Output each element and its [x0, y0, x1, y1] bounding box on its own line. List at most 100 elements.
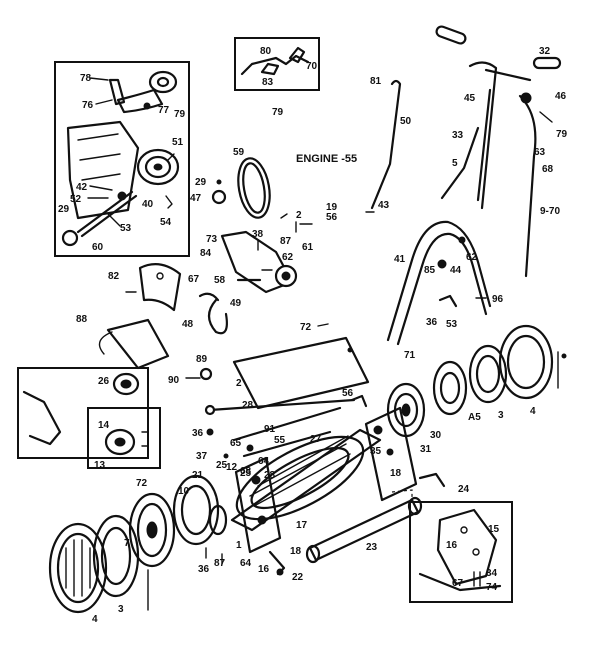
- bolt-44: [437, 259, 447, 269]
- adjuster-hole-a: [460, 526, 468, 534]
- callout-10: 10: [178, 486, 190, 497]
- callout-70: 70: [306, 61, 318, 72]
- callout-58: 58: [214, 275, 226, 286]
- gear-72-hub: [146, 521, 158, 539]
- callout-30: 30: [430, 430, 442, 441]
- rod-60: [370, 79, 402, 210]
- callout-28b: 28: [264, 470, 276, 481]
- callout-56: 56: [326, 212, 338, 223]
- inset-frame-throttle: [234, 37, 320, 91]
- callout-42: 42: [76, 182, 88, 193]
- callout-27: 27: [310, 434, 322, 445]
- pinion-14: [104, 428, 136, 456]
- plate-2-hole: [347, 347, 353, 353]
- callout-7: 7: [124, 538, 130, 549]
- callout-83: 83: [262, 77, 274, 88]
- callout-47: 47: [190, 193, 202, 204]
- handle-side-right: [476, 88, 492, 202]
- callout-13: 13: [94, 460, 106, 471]
- wheel-4-rim: [56, 532, 100, 604]
- shield-88: [106, 318, 170, 370]
- callout-32: 32: [539, 46, 551, 57]
- callout-78: 78: [80, 73, 92, 84]
- deck-plate: 72 2 89 90: [168, 322, 370, 410]
- callout-16b: 16: [258, 564, 270, 575]
- pulley-bracket: [108, 78, 126, 106]
- handle-assembly: 32 45 46 33 5 63 79 68 9-70: [435, 25, 568, 278]
- callout-60: 60: [92, 242, 104, 253]
- adjuster-15: [436, 508, 498, 586]
- pinion-pins: [141, 431, 149, 459]
- callout-970: 9-70: [540, 206, 560, 217]
- callout-71: 71: [404, 350, 416, 361]
- callout-19: 19: [326, 202, 338, 213]
- callout-16: 16: [446, 540, 458, 551]
- rod-28-end: [204, 404, 216, 416]
- callout-51: 51: [172, 137, 184, 148]
- gear-A5-inner: [439, 371, 461, 405]
- nut-29: [216, 179, 222, 185]
- callout-46: 46: [555, 91, 567, 102]
- callout-55: 55: [274, 435, 286, 446]
- right-gear-set: 30 31 35 24 18: [364, 382, 470, 502]
- rod-55: [242, 430, 332, 458]
- bolt-36b: [206, 428, 214, 436]
- screw-67b: [473, 571, 481, 587]
- gear-30-inner: [393, 392, 419, 428]
- throttle-clip: [260, 62, 280, 76]
- callout-91: 91: [264, 424, 276, 435]
- idler-86-hub: [281, 271, 291, 281]
- idler-pulley-hub: [156, 76, 170, 88]
- callout-4b: 4: [92, 614, 98, 625]
- callout-87b: 87: [214, 558, 226, 569]
- bolt-77: [143, 102, 151, 110]
- callout-40: 40: [142, 199, 154, 210]
- callout-49: 49: [230, 298, 242, 309]
- bracket-56: [350, 394, 368, 408]
- callout-73: 73: [206, 234, 218, 245]
- leader-78: [89, 77, 109, 81]
- plate-2: [232, 336, 370, 410]
- spring-54: [165, 195, 173, 209]
- callout-36a: 36: [426, 317, 438, 328]
- pulley-51-inner: [144, 155, 172, 179]
- inset-frame-bearing: [17, 367, 149, 459]
- callout-67b: 67: [452, 578, 464, 589]
- inset-bearing: 26 14 13: [17, 367, 161, 471]
- inset-engine-pulley: 78 76 77 79 51 42 52 29 40 53 54 60: [54, 61, 190, 257]
- reel-17-inner: [250, 446, 350, 510]
- callout-79: 79: [174, 109, 186, 120]
- gear-30: [386, 382, 426, 438]
- belt-59-inner: [242, 162, 266, 214]
- callout-68b: 68: [240, 466, 252, 477]
- left-wheels: 7 3 4: [48, 514, 149, 625]
- mount-plate: [66, 120, 140, 220]
- callout-A5: A5: [468, 412, 481, 423]
- callout-85: 85: [424, 265, 436, 276]
- callout-17: 17: [296, 520, 308, 531]
- handle-5: [440, 126, 480, 200]
- callout-26: 26: [98, 376, 110, 387]
- left-gear-set: 68 12 25 64 21 10 72 25 28 1 36 87 64 18…: [128, 456, 304, 583]
- roller: 23: [305, 496, 423, 564]
- callout-4a: 4: [530, 406, 536, 417]
- callout-62: 62: [282, 252, 294, 263]
- throttle-link: [240, 54, 310, 76]
- idler-bracket: 73 38 87 84 58 62 49 48 2 19 56 61: [182, 202, 338, 335]
- cable-68: [518, 94, 537, 278]
- inset-adjuster: 15 16 34 74 67: [409, 501, 513, 603]
- bracket-53b: [438, 294, 458, 308]
- belt-59: [237, 157, 271, 219]
- small-screws-left: [205, 547, 223, 565]
- nut-50: [61, 229, 79, 247]
- wheel-4-tread: [65, 539, 91, 597]
- engine-label: ENGINE -55: [296, 153, 357, 165]
- handle-41-inner: [396, 232, 488, 346]
- callout-35: 35: [370, 446, 382, 457]
- handle-33: [468, 61, 498, 210]
- callout-88: 88: [76, 314, 88, 325]
- right-wheels: A5 3 4: [432, 324, 567, 423]
- belt-assembly: 59 29 47: [190, 147, 271, 219]
- bearing-26-hub: [120, 379, 132, 389]
